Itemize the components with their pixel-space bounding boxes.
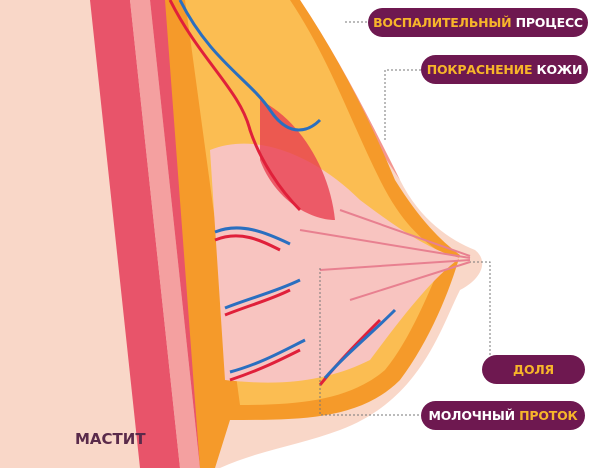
label-lobe-text: ДОЛЯ <box>513 362 554 377</box>
label-inflammation-part2: ПРОЦЕСС <box>515 15 584 30</box>
label-duct-part1: МОЛОЧНЫЙ <box>428 408 515 423</box>
label-redness-part1: ПОКРАСНЕНИЕ <box>426 62 533 77</box>
chest-wall-stripe <box>130 0 200 468</box>
label-duct: МОЛОЧНЫЙ ПРОТОК <box>421 401 585 430</box>
blood-vessels <box>168 0 397 386</box>
label-redness: ПОКРАСНЕНИЕ КОЖИ <box>421 55 588 84</box>
label-inflammation: ВОСПАЛИТЕЛЬНЫЙ ПРОЦЕСС <box>368 8 588 37</box>
inflammation-area <box>260 100 335 220</box>
label-inflammation-part1: ВОСПАЛИТЕЛЬНЫЙ <box>373 15 512 30</box>
diagram-title: МАСТИТ <box>75 430 146 448</box>
gland-lobe <box>210 143 460 383</box>
label-redness-part2: КОЖИ <box>536 62 583 77</box>
milk-ducts <box>299 209 471 301</box>
chest-wall-stripe <box>90 0 180 468</box>
label-duct-part2: ПРОТОК <box>519 408 578 423</box>
leader-lines <box>319 21 491 416</box>
label-lobe: ДОЛЯ <box>482 355 585 384</box>
